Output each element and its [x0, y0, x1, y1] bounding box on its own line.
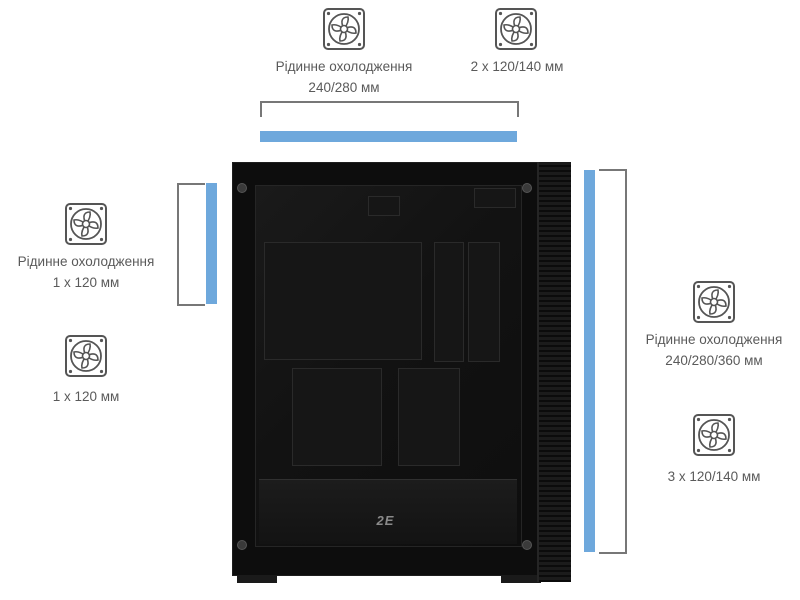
front-fans-label: 3 х 120/140 мм — [667, 469, 761, 484]
rear-radiator-label-line1: Рідинне охолодження — [17, 254, 155, 269]
front-radiator-label: Рідинне охолодження 240/280/360 мм — [646, 329, 783, 371]
pc-case-image: 2E — [232, 162, 571, 583]
fan-icon — [692, 413, 736, 457]
fan-icon — [322, 7, 366, 51]
top-radiator-label-line2: 240/280 мм — [308, 80, 380, 95]
fan-icon — [494, 7, 538, 51]
case-foot — [501, 575, 541, 583]
fan-icon — [64, 202, 108, 246]
brand-logo: 2E — [376, 513, 395, 528]
rear-radiator-label: Рідинне охолодження 1 х 120 мм — [18, 251, 155, 293]
screw — [237, 540, 247, 550]
top-cutout — [474, 188, 516, 208]
rear-io-area — [368, 196, 400, 216]
top-mount-bar — [260, 131, 517, 142]
tempered-glass-panel — [255, 185, 522, 547]
top-radiator-label: Рідинне охолодження 240/280 мм — [276, 56, 413, 98]
psu-shroud — [259, 479, 517, 544]
front-radiator-label-line2: 240/280/360 мм — [665, 353, 763, 368]
fan-icon — [692, 280, 736, 324]
drive-bay — [398, 368, 460, 466]
front-mesh-panel — [537, 162, 571, 582]
right-bracket — [599, 169, 627, 554]
rear-fan-label: 1 х 120 мм — [52, 389, 120, 404]
case-foot — [237, 575, 277, 583]
top-bracket — [260, 101, 519, 117]
screw — [522, 183, 532, 193]
rear-mount-bar — [206, 183, 217, 304]
front-radiator-label-line1: Рідинне охолодження — [645, 332, 783, 347]
drive-bay — [292, 368, 382, 466]
cable-cutout — [468, 242, 500, 362]
screw — [522, 540, 532, 550]
fan-icon — [64, 334, 108, 378]
rear-radiator-label-line2: 1 х 120 мм — [52, 275, 120, 290]
screw — [237, 183, 247, 193]
top-radiator-label-line1: Рідинне охолодження — [275, 59, 413, 74]
case-body: 2E — [232, 162, 541, 583]
top-fans-label: 2 х 120/140 мм — [470, 59, 564, 74]
front-mount-bar — [584, 170, 595, 552]
left-bracket — [177, 183, 205, 306]
cable-cutout — [434, 242, 464, 362]
motherboard-tray — [264, 242, 422, 360]
